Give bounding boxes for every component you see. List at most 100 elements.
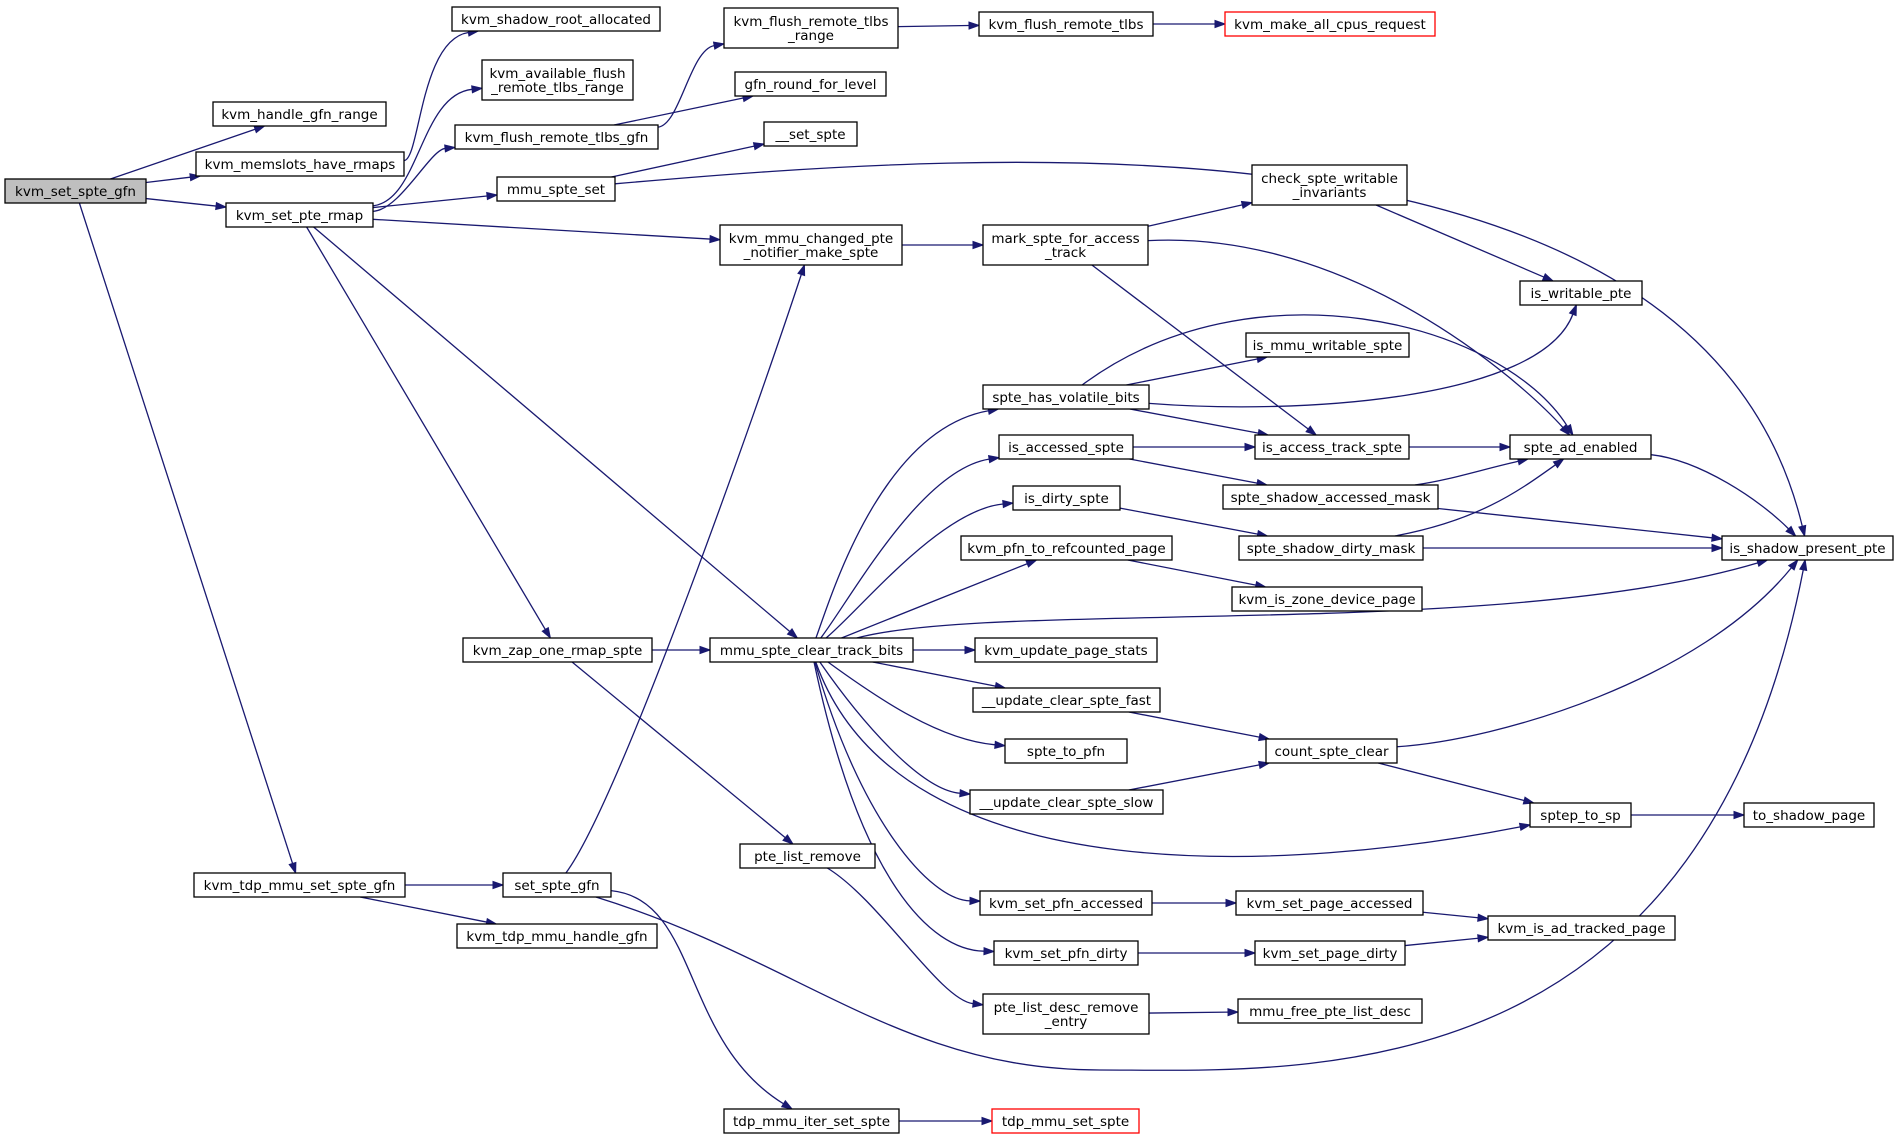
edge-spte_has_volatile_bits-to-is_mmu_writable_spte	[1126, 354, 1269, 386]
node-kvm_set_pfn_accessed[interactable]: kvm_set_pfn_accessed	[979, 890, 1153, 916]
edge-pte_list_remove-to-pte_list_desc_remove_entry	[826, 867, 985, 1008]
edge-line	[841, 563, 1028, 639]
node-tdp_mmu_set_spte[interactable]: tdp_mmu_set_spte	[991, 1108, 1140, 1134]
edge-tdp_mmu_iter_set_spte-to-tdp_mmu_set_spte	[899, 1116, 994, 1126]
node-spte_shadow_dirty_mask[interactable]: spte_shadow_dirty_mask	[1238, 535, 1424, 561]
node-set_spte_gfn[interactable]: set_spte_gfn	[502, 872, 612, 898]
edge-line	[78, 202, 294, 864]
node-box	[969, 789, 1164, 815]
edge-line	[819, 661, 961, 794]
node-spte_to_pfn[interactable]: spte_to_pfn	[1004, 738, 1128, 764]
edge-mmu_spte_clear_track_bits-to-__update_clear_spte_slow	[819, 661, 972, 798]
edge-line	[1129, 408, 1259, 434]
node-spte_ad_enabled[interactable]: spte_ad_enabled	[1509, 434, 1652, 460]
edge-line	[571, 661, 786, 839]
arrowhead-icon	[215, 201, 228, 211]
node-check_spte_writable_invariants[interactable]: check_spte_writable_invariants	[1251, 164, 1408, 206]
node-is_accessed_spte[interactable]: is_accessed_spte	[998, 434, 1134, 460]
edge-line	[1404, 937, 1479, 947]
node-kvm_shadow_root_allocated[interactable]: kvm_shadow_root_allocated	[451, 6, 661, 32]
node-kvm_make_all_cpus_request[interactable]: kvm_make_all_cpus_request	[1224, 11, 1436, 37]
node-box	[1254, 434, 1410, 460]
node-label: kvm_mmu_changed_pte	[729, 231, 894, 247]
edge-mmu_spte_clear_track_bits-to-is_dirty_spte	[825, 499, 1015, 639]
edge-is_dirty_spte-to-spte_shadow_dirty_mask	[1119, 507, 1270, 539]
node-label: mmu_spte_clear_track_bits	[720, 643, 903, 659]
node-label: spte_ad_enabled	[1524, 440, 1638, 456]
arrowhead-icon	[1227, 1007, 1240, 1017]
edge-kvm_mmu_changed_pte_notifier_make_spte-to-mark_spte_for_access_track	[902, 240, 985, 250]
node-label: _range	[787, 28, 834, 44]
node-to_shadow_page[interactable]: to_shadow_page	[1743, 802, 1875, 828]
node-label: __set_spte	[774, 127, 845, 143]
edge-line	[1148, 314, 1574, 408]
node-spte_has_volatile_bits[interactable]: spte_has_volatile_bits	[982, 384, 1150, 410]
node-kvm_available_flush_remote_tlbs_range[interactable]: kvm_available_flush_remote_tlbs_range	[481, 59, 634, 101]
node-kvm_flush_remote_tlbs_gfn[interactable]: kvm_flush_remote_tlbs_gfn	[454, 124, 659, 150]
node-box	[496, 176, 616, 202]
node-box	[1519, 280, 1643, 306]
node-box	[998, 434, 1134, 460]
node-count_spte_clear[interactable]: count_spte_clear	[1265, 738, 1398, 764]
node-kvm_mmu_changed_pte_notifier_make_spte[interactable]: kvm_mmu_changed_pte_notifier_make_spte	[719, 224, 903, 266]
edge-line	[145, 197, 217, 207]
node-is_shadow_present_pte[interactable]: is_shadow_present_pte	[1721, 535, 1894, 561]
node-box	[193, 872, 406, 898]
arrowhead-icon	[1785, 525, 1797, 538]
node-kvm_tdp_mmu_set_spte_gfn[interactable]: kvm_tdp_mmu_set_spte_gfn	[193, 872, 406, 898]
arrowhead-icon	[1552, 458, 1565, 469]
node-__set_spte[interactable]: __set_spte	[763, 121, 858, 147]
node-kvm_memslots_have_rmaps[interactable]: kvm_memslots_have_rmaps	[195, 151, 405, 177]
node-kvm_set_pfn_dirty[interactable]: kvm_set_pfn_dirty	[993, 940, 1139, 966]
node-is_access_track_spte[interactable]: is_access_track_spte	[1254, 434, 1410, 460]
node-box	[1235, 890, 1424, 916]
node-is_writable_pte[interactable]: is_writable_pte	[1519, 280, 1643, 306]
node-box	[1254, 940, 1406, 966]
node-mmu_spte_clear_track_bits[interactable]: mmu_spte_clear_track_bits	[709, 637, 914, 663]
node-mmu_free_pte_list_desc[interactable]: mmu_free_pte_list_desc	[1237, 998, 1423, 1024]
node-kvm_pfn_to_refcounted_page[interactable]: kvm_pfn_to_refcounted_page	[960, 535, 1173, 561]
node-kvm_set_pte_rmap[interactable]: kvm_set_pte_rmap	[225, 202, 374, 228]
arrowhead-icon	[1244, 442, 1257, 452]
edge-line	[610, 890, 784, 1105]
edge-kvm_set_spte_gfn-to-kvm_tdp_mmu_set_spte_gfn	[78, 202, 297, 875]
node-kvm_zap_one_rmap_spte[interactable]: kvm_zap_one_rmap_spte	[462, 637, 653, 663]
edge-line	[359, 896, 487, 923]
node-__update_clear_spte_slow[interactable]: __update_clear_spte_slow	[969, 789, 1164, 815]
node-label: kvm_shadow_root_allocated	[461, 12, 651, 28]
node-kvm_set_spte_gfn[interactable]: kvm_set_spte_gfn	[4, 178, 147, 204]
node-kvm_update_page_stats[interactable]: kvm_update_page_stats	[974, 637, 1158, 663]
edge-line	[313, 226, 791, 633]
node-kvm_tdp_mmu_handle_gfn[interactable]: kvm_tdp_mmu_handle_gfn	[456, 923, 658, 949]
node-label: is_writable_pte	[1531, 286, 1632, 302]
node-__update_clear_spte_fast[interactable]: __update_clear_spte_fast	[972, 687, 1161, 713]
node-tdp_mmu_iter_set_spte[interactable]: tdp_mmu_iter_set_spte	[723, 1108, 900, 1134]
node-kvm_is_ad_tracked_page[interactable]: kvm_is_ad_tracked_page	[1487, 915, 1676, 941]
node-mark_spte_for_access_track[interactable]: mark_spte_for_access_track	[982, 224, 1149, 266]
node-kvm_set_page_accessed[interactable]: kvm_set_page_accessed	[1235, 890, 1424, 916]
edge-kvm_set_page_accessed-to-kvm_is_ad_tracked_page	[1422, 911, 1490, 922]
edge-line	[1147, 204, 1243, 227]
node-gfn_round_for_level[interactable]: gfn_round_for_level	[734, 71, 887, 97]
node-sptep_to_sp[interactable]: sptep_to_sp	[1529, 802, 1632, 828]
edge-kvm_set_pte_rmap-to-kvm_available_flush_remote_tlbs_range	[372, 85, 484, 207]
node-label: kvm_handle_gfn_range	[221, 107, 377, 123]
edge-line	[825, 503, 1004, 639]
node-is_dirty_spte[interactable]: is_dirty_spte	[1012, 485, 1121, 511]
node-pte_list_remove[interactable]: pte_list_remove	[739, 843, 876, 869]
edge-line	[372, 195, 488, 209]
edge-line	[820, 458, 990, 639]
node-kvm_is_zone_device_page[interactable]: kvm_is_zone_device_page	[1231, 586, 1423, 612]
arrowhead-icon	[1225, 898, 1238, 908]
node-spte_shadow_accessed_mask[interactable]: spte_shadow_accessed_mask	[1222, 484, 1439, 510]
node-kvm_flush_remote_tlbs[interactable]: kvm_flush_remote_tlbs	[978, 11, 1154, 37]
node-mmu_spte_set[interactable]: mmu_spte_set	[496, 176, 616, 202]
node-box	[739, 843, 876, 869]
node-kvm_handle_gfn_range[interactable]: kvm_handle_gfn_range	[212, 101, 387, 127]
node-label: kvm_zap_one_rmap_spte	[473, 643, 643, 659]
node-pte_list_desc_remove_entry[interactable]: pte_list_desc_remove_entry	[982, 993, 1150, 1035]
node-is_mmu_writable_spte[interactable]: is_mmu_writable_spte	[1245, 332, 1410, 358]
node-kvm_set_page_dirty[interactable]: kvm_set_page_dirty	[1254, 940, 1406, 966]
arrowhead-icon	[1733, 810, 1746, 820]
node-kvm_flush_remote_tlbs_range[interactable]: kvm_flush_remote_tlbs_range	[723, 7, 899, 49]
